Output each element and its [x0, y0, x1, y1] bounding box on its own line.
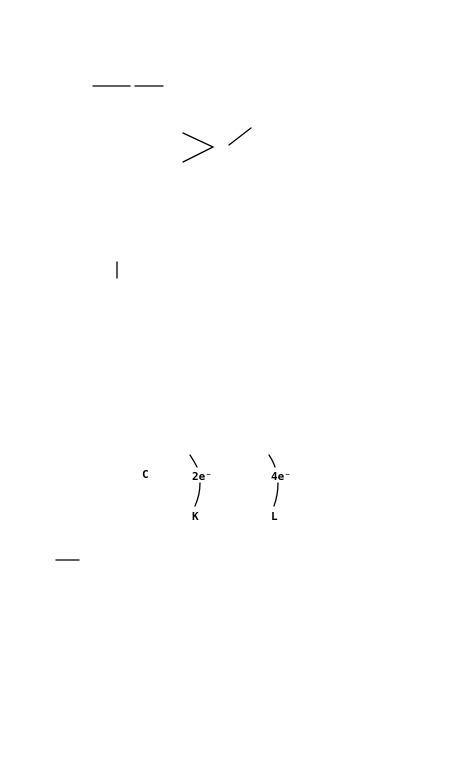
shell-k-upper-arc: [189, 454, 198, 468]
shell-l-electrons: 4e⁻: [271, 470, 291, 483]
atom-symbol: C: [142, 468, 149, 481]
shell-k-name: K: [192, 510, 199, 523]
diagonal-tick: [228, 127, 252, 146]
shell-l-lower-arc: [273, 482, 279, 507]
shell-l-name: L: [271, 510, 278, 523]
shell-l-upper-arc: [268, 454, 276, 468]
line-fragments: [55, 85, 252, 561]
shell-k-electrons: 2e⁻: [192, 470, 212, 483]
shell-k-lower-arc: [194, 482, 201, 507]
shell-k: 2e⁻ K: [189, 454, 212, 523]
shell-l: 4e⁻ L: [268, 454, 291, 523]
greater-than-mark: [182, 132, 215, 163]
